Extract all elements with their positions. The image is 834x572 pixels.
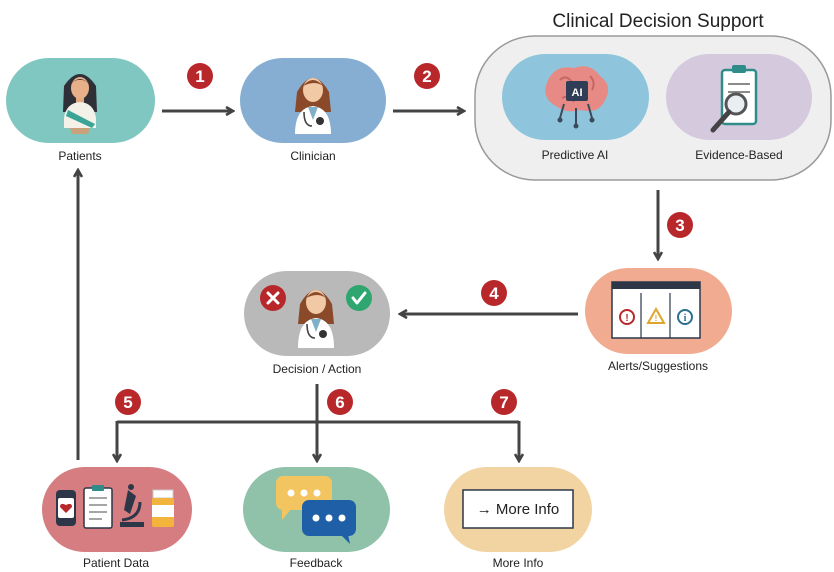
alerts-screen-icon: ! ! i <box>611 281 701 339</box>
info-icon <box>677 309 693 325</box>
reject-icon <box>260 285 286 311</box>
ai-chip-label: AI <box>572 87 583 99</box>
warning-icon <box>646 306 666 324</box>
alerts-label: Alerts/Suggestions <box>608 359 708 373</box>
clipboard-magnifier-icon <box>710 65 758 133</box>
evidence-based-label: Evidence-Based <box>695 148 782 162</box>
decision-label: Decision / Action <box>273 362 362 376</box>
step-badge-6: 6 <box>327 389 353 415</box>
node-feedback: Feedback <box>243 467 390 570</box>
svg-text:4: 4 <box>489 284 499 303</box>
smartwatch-icon <box>56 490 76 526</box>
node-evidence-based: Evidence-Based <box>666 54 812 162</box>
diagram-title: Clinical Decision Support <box>552 11 764 32</box>
ai-brain-icon: AI <box>545 66 609 129</box>
svg-text:6: 6 <box>335 393 344 412</box>
node-predictive-ai: AI Predictive AI <box>502 54 649 162</box>
step-badge-1: 1 <box>187 63 213 89</box>
svg-text:3: 3 <box>675 216 684 235</box>
microscope-icon <box>120 484 144 527</box>
node-patient-data: Patient Data <box>42 467 192 570</box>
feedback-label: Feedback <box>290 556 344 570</box>
step-badge-3: 3 <box>667 212 693 238</box>
step-badge-7: 7 <box>491 389 517 415</box>
more-info-label: More Info <box>493 556 544 570</box>
node-alerts: ! ! i Alerts/Suggestions <box>585 268 732 373</box>
patients-label: Patients <box>58 149 101 163</box>
clinician-label: Clinician <box>290 149 335 163</box>
more-info-button-label: → More Info <box>477 501 560 518</box>
svg-text:7: 7 <box>499 393 508 412</box>
flow-arrows <box>78 111 658 460</box>
node-clinician: Clinician <box>240 58 386 163</box>
node-more-info: → More Info More Info <box>444 467 592 570</box>
pill-bottle-icon <box>152 489 174 527</box>
step-badge-5: 5 <box>115 389 141 415</box>
clinician-icon <box>295 78 331 134</box>
patient-data-label: Patient Data <box>83 556 149 570</box>
node-patients: Patients <box>6 58 155 163</box>
clinician-thinking-icon <box>298 290 334 348</box>
step-badge-4: 4 <box>481 280 507 306</box>
patient-icon <box>63 74 97 134</box>
error-icon <box>619 309 635 325</box>
node-decision: Decision / Action <box>244 271 390 376</box>
more-info-button[interactable]: → More Info <box>462 489 574 529</box>
svg-text:2: 2 <box>422 67 431 86</box>
predictive-ai-label: Predictive AI <box>542 148 609 162</box>
clipboard-icon <box>83 485 113 529</box>
svg-text:1: 1 <box>195 67 204 86</box>
approve-icon <box>346 285 372 311</box>
step-badge-2: 2 <box>414 63 440 89</box>
svg-text:!: ! <box>655 314 658 323</box>
svg-text:!: ! <box>625 313 628 324</box>
svg-text:5: 5 <box>123 393 132 412</box>
svg-text:i: i <box>684 313 687 324</box>
chat-bubbles-icon <box>276 476 356 544</box>
